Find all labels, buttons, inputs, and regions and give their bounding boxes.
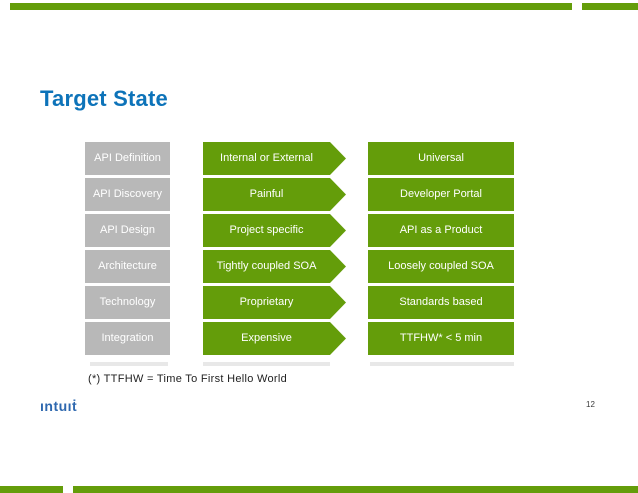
current-state-cell: Expensive [203,322,346,355]
categories-cell: API Design [85,214,170,247]
current-state-cell: Proprietary [203,286,346,319]
top-accent-bar [10,3,638,10]
categories-cell: Architecture [85,250,170,283]
slide-title: Target State [40,86,168,111]
target-state-cell: Universal [368,142,514,175]
target-state-cell: Developer Portal [368,178,514,211]
target-state-cell: TTFHW* < 5 min [368,322,514,355]
footnote: (*) TTFHW = Time To First Hello World [88,373,288,385]
current-state-cell: Painful [203,178,346,211]
intuit-logo: ıntuıṫ [40,398,78,414]
target-state-cell: Loosely coupled SOA [368,250,514,283]
reflection-target-state [370,362,514,366]
target-state-cell: Standards based [368,286,514,319]
bottom-accent-bar [0,486,638,493]
page-number: 12 [586,400,595,409]
reflection-categories [90,362,168,366]
reflection-current-state [203,362,330,366]
current-state-cell: Project specific [203,214,346,247]
current-state-cell: Tightly coupled SOA [203,250,346,283]
categories-cell: Integration [85,322,170,355]
categories-cell: API Discovery [85,178,170,211]
categories-cell: API Definition [85,142,170,175]
top-accent-bar-notch [572,3,582,10]
categories-cell: Technology [85,286,170,319]
target-state-cell: API as a Product [368,214,514,247]
bottom-accent-bar-notch [63,486,73,493]
current-state-cell: Internal or External [203,142,346,175]
